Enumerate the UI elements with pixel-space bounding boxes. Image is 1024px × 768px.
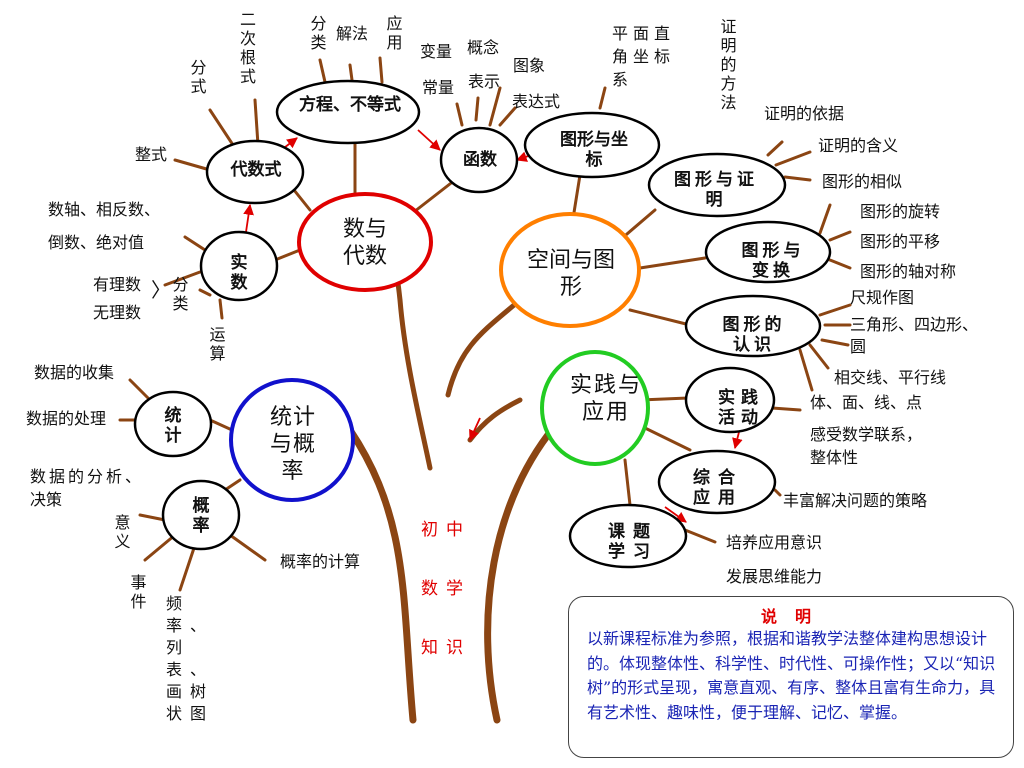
oval-project — [568, 503, 688, 569]
oval-comprehensive — [657, 449, 777, 515]
circle-statistics — [229, 378, 355, 502]
node-activity: 实践活动 — [718, 388, 764, 428]
leaf-irrational: 无理数 — [93, 303, 142, 322]
leaf-rotation: 图形的旋转 — [860, 202, 941, 221]
node-stat: 统计 — [164, 406, 182, 446]
oval-recognize — [684, 294, 822, 358]
leaf-integral: 整式 — [135, 145, 168, 164]
leaf-eq-classify: 分类 — [310, 14, 327, 52]
leaf-real-abs: 倒数、绝对值 — [48, 233, 145, 252]
leaf-rational: 有理数 — [93, 275, 142, 294]
oval-prob — [161, 479, 241, 551]
node-proof: 图形与证明 — [674, 170, 758, 210]
leaf-graph: 图象 — [513, 56, 546, 75]
leaf-lines: 相交线、平行线 — [834, 368, 947, 387]
brace: 〉 — [151, 278, 171, 302]
node-coord: 图形与坐标 — [560, 130, 628, 170]
leaf-event: 事件 — [130, 573, 147, 611]
branches — [118, 56, 852, 592]
circle-number-algebra — [297, 192, 433, 292]
node-real: 实数 — [230, 253, 248, 293]
leaf-proof-basis: 证明的依据 — [764, 104, 845, 123]
node-comprehensive: 综合应用 — [693, 468, 743, 508]
leaf-process: 数据的处理 — [26, 409, 107, 428]
leaf-proof-method: 证明的方法 — [720, 17, 737, 112]
leaf-circle: 圆 — [850, 337, 867, 356]
oval-function — [439, 126, 519, 194]
oval-algebraic — [205, 139, 305, 205]
node-recognize: 图形的认识 — [722, 315, 786, 355]
oval-equation — [275, 79, 421, 145]
leaf-repr: 表示 — [468, 72, 501, 91]
title-line-2: 数学 — [421, 579, 471, 599]
leaf-translation: 图形的平移 — [860, 232, 941, 251]
leaf-fraction: 分式 — [190, 58, 207, 96]
node-algebraic: 代数式 — [230, 160, 282, 180]
node-statistics: 统计与概率 — [269, 405, 316, 484]
leaf-symmetry: 图形的轴对称 — [860, 262, 957, 281]
leaf-prob-calc: 概率的计算 — [280, 552, 361, 571]
node-space-shape: 空间与图形 — [526, 248, 615, 300]
leaf-whole: 整体性 — [810, 448, 859, 467]
leaf-frequency: 频率、列表、画树状图 — [166, 594, 215, 723]
note-title: 说明 — [760, 607, 829, 626]
leaf-concept: 概念 — [467, 38, 500, 57]
leaf-const: 常量 — [422, 78, 455, 97]
oval-stat — [133, 390, 213, 458]
leaf-collect: 数据的收集 — [34, 363, 115, 382]
leaf-thinking: 发展思维能力 — [726, 567, 823, 586]
leaf-solids: 体、面、线、点 — [810, 393, 923, 412]
leaf-strategy: 丰富解决问题的策略 — [783, 491, 928, 510]
leaf-eq-apply: 应用 — [386, 14, 403, 52]
circle-space-shape — [499, 212, 641, 328]
title-line-1: 初中 — [421, 520, 471, 540]
leaf-triangle: 三角形、四边形、 — [850, 315, 979, 334]
leaf-proof-meaning: 证明的含义 — [818, 136, 899, 155]
leaf-eq-solve: 解法 — [336, 24, 369, 43]
node-practice: 实践与应用 — [570, 373, 643, 425]
leaf-classify: 分类 — [172, 275, 189, 313]
leaf-coord-system: 平面直角坐标系 — [612, 24, 676, 89]
leaf-analysis: 数据的分析、 — [30, 467, 145, 486]
node-equation: 方程、不等式 — [299, 95, 401, 115]
leaf-var: 变量 — [420, 42, 453, 61]
node-number-algebra: 数与代数 — [342, 217, 387, 269]
leaf-operation: 运算 — [209, 325, 226, 363]
node-project: 课题学习 — [608, 522, 658, 562]
leaf-ruler: 尺规作图 — [850, 288, 915, 307]
oval-real — [199, 230, 279, 302]
oval-activity — [684, 366, 776, 434]
title-line-3: 知识 — [421, 638, 471, 658]
note-body: 以新课程标准为参照，根据和谐教学法整体建构思想设计的。体现整体性、科学性、时代性… — [587, 629, 996, 722]
leaf-decision: 决策 — [30, 490, 63, 509]
leaf-feel: 感受数学联系， — [810, 425, 923, 444]
node-transform: 图形与变换 — [741, 241, 805, 281]
oval-coord — [523, 111, 661, 179]
node-prob: 概率 — [192, 496, 210, 536]
oval-transform — [704, 220, 832, 284]
leaf-similar: 图形的相似 — [822, 172, 903, 191]
oval-proof — [647, 152, 787, 218]
trunk-title: 初中 数学 知识 — [421, 520, 471, 697]
note-box: 说明 以新课程标准为参照，根据和谐教学法整体建构思想设计的。体现整体性、科学性、… — [568, 596, 1014, 758]
relation-arrows — [243, 129, 743, 523]
leaf-radical: 二次根式 — [240, 10, 257, 86]
leaf-meaning: 意义 — [114, 513, 131, 551]
leaf-expr: 表达式 — [512, 92, 561, 111]
leaf-awareness: 培养应用意识 — [726, 533, 823, 552]
leaf-real-axis: 数轴、相反数、 — [48, 200, 161, 219]
node-function: 函数 — [463, 150, 497, 170]
circle-practice — [540, 350, 650, 466]
node-shapes — [133, 79, 832, 569]
